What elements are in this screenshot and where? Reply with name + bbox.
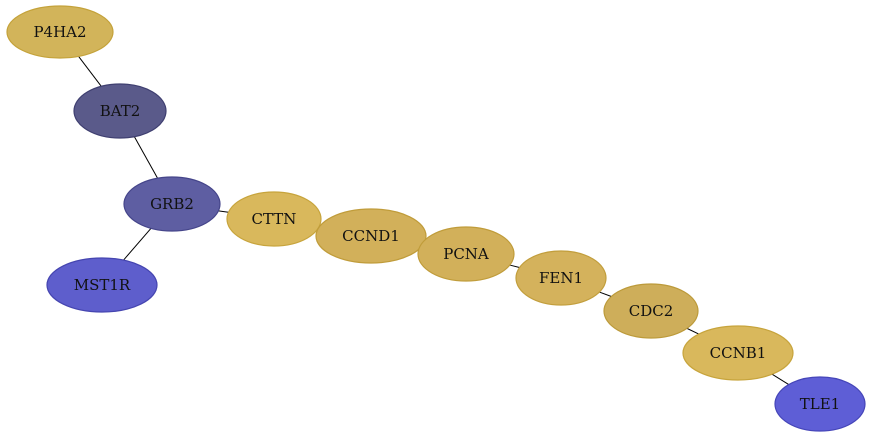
- edge-bat2-grb2: [133, 136, 159, 179]
- node-label: CTTN: [252, 210, 297, 228]
- node-ellipse: [6, 5, 114, 59]
- node-ellipse: [417, 226, 515, 282]
- edge-pcna-fen1: [509, 264, 520, 269]
- node-ellipse: [515, 250, 607, 306]
- node-ellipse: [123, 176, 221, 232]
- node-label: FEN1: [539, 269, 583, 287]
- node-p4ha2[interactable]: P4HA2: [6, 5, 114, 59]
- node-ccnd1[interactable]: CCND1: [315, 208, 427, 264]
- node-pcna[interactable]: PCNA: [417, 226, 515, 282]
- node-ellipse: [73, 83, 167, 139]
- edge-cdc2-ccnb1: [686, 327, 700, 335]
- node-label: CDC2: [629, 302, 674, 320]
- node-ccnb1[interactable]: CCNB1: [682, 325, 794, 381]
- node-ellipse: [315, 208, 427, 264]
- node-label: TLE1: [800, 395, 840, 413]
- node-ellipse: [682, 325, 794, 381]
- edge-grb2-mst1r: [123, 227, 152, 261]
- node-fen1[interactable]: FEN1: [515, 250, 607, 306]
- node-label: MST1R: [74, 276, 131, 294]
- node-mst1r[interactable]: MST1R: [46, 257, 158, 313]
- edge-p4ha2-bat2: [78, 56, 102, 87]
- node-label: CCND1: [342, 227, 400, 245]
- node-label: BAT2: [100, 102, 141, 120]
- node-label: CCNB1: [710, 344, 767, 362]
- node-label: GRB2: [150, 195, 194, 213]
- node-cttn[interactable]: CTTN: [226, 191, 322, 247]
- node-tle1[interactable]: TLE1: [774, 376, 866, 432]
- node-ellipse: [46, 257, 158, 313]
- edge-ccnb1-tle1: [771, 373, 790, 385]
- node-ellipse: [774, 376, 866, 432]
- node-ellipse: [226, 191, 322, 247]
- node-cdc2[interactable]: CDC2: [603, 283, 699, 339]
- node-label: P4HA2: [33, 23, 86, 41]
- edge-grb2-cttn: [218, 210, 229, 213]
- edge-fen1-cdc2: [599, 291, 612, 297]
- node-label: PCNA: [443, 245, 489, 263]
- node-grb2[interactable]: GRB2: [123, 176, 221, 232]
- node-bat2[interactable]: BAT2: [73, 83, 167, 139]
- node-ellipse: [603, 283, 699, 339]
